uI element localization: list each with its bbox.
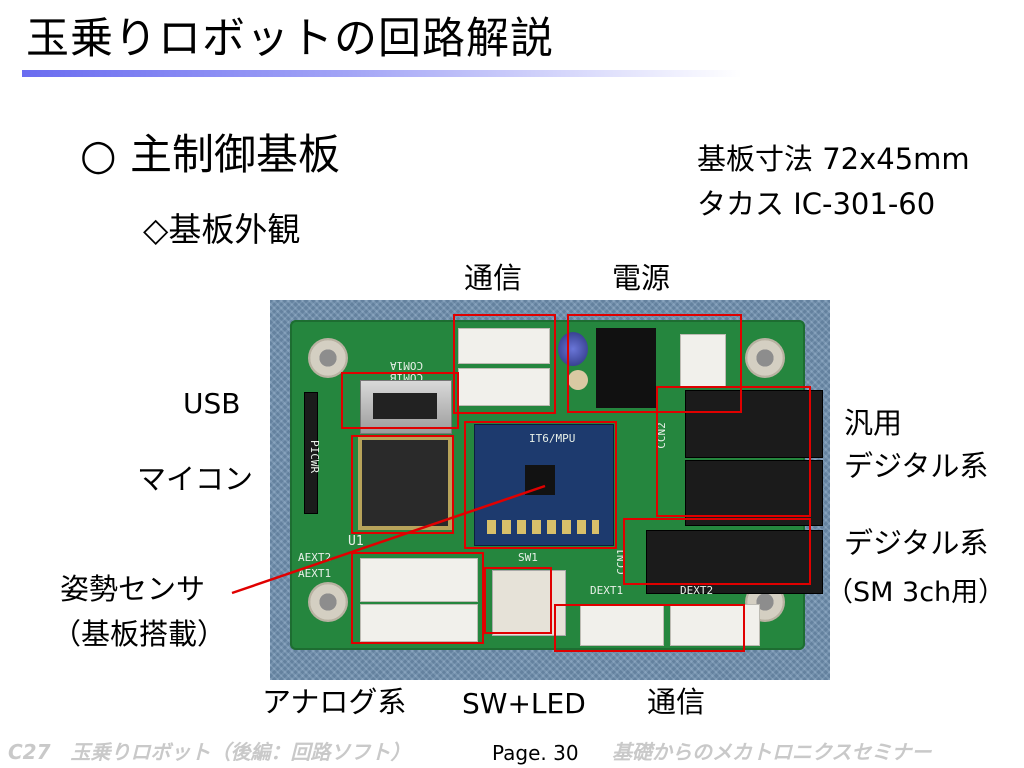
- mounting-hole: [308, 582, 348, 622]
- silk-dext1: DEXT1: [590, 584, 624, 597]
- pcb: PICWR COM1A COM1B U1 IT6/MPU CCN2: [290, 320, 823, 650]
- silk-imu: IT6/MPU: [529, 432, 576, 445]
- usb-connector: [360, 380, 452, 434]
- callout-box-power: [567, 314, 742, 413]
- mounting-hole: [745, 338, 785, 378]
- callout-box-sw: [484, 567, 552, 634]
- imu-module: IT6/MPU: [474, 424, 614, 546]
- silk-aext1: AEXT1: [298, 567, 332, 580]
- power-regulator: [596, 328, 656, 408]
- label-comm-top: 通信: [464, 261, 523, 295]
- capacitor: [558, 332, 588, 366]
- label-sw-led: SW+LED: [462, 687, 586, 720]
- section-heading: ○ 主制御基板: [80, 130, 340, 179]
- callout-box-mcu: [351, 435, 454, 534]
- callout-box-general-digital: [656, 386, 811, 517]
- silk-u1: U1: [348, 534, 364, 549]
- label-power: 電源: [612, 261, 671, 295]
- title-underline: [22, 70, 742, 77]
- section-subheading: ◇基板外観: [143, 210, 301, 249]
- comm-connector-dext2: [670, 604, 760, 646]
- footer-page-number: Page. 30: [492, 741, 579, 765]
- callout-box-digital: [623, 518, 811, 585]
- power-connector: [680, 334, 726, 388]
- footer-left: C27 玉乗りロボット（後編：回路ソフト）: [8, 740, 411, 764]
- general-digital-header-top: [685, 390, 823, 458]
- callout-box-sensor: [464, 421, 617, 549]
- callout-box-comm-bottom: [554, 604, 745, 652]
- silk-sw1: SW1: [518, 551, 538, 564]
- analog-connector-bottom: [360, 604, 478, 642]
- mcu-chip: [362, 440, 448, 526]
- silk-dext2: DEXT2: [680, 584, 714, 597]
- footer: C27 玉乗りロボット（後編：回路ソフト） Page. 30 基礎からのメカトロ…: [0, 738, 1024, 768]
- label-comm-bottom: 通信: [647, 685, 706, 719]
- footer-right: 基礎からのメカトロニクスセミナー: [612, 740, 932, 764]
- picwr-header: [304, 392, 318, 514]
- label-sensor-line2: （基板搭載）: [52, 617, 227, 651]
- silk-aext2: AEXT2: [298, 551, 332, 564]
- usb-port: [373, 393, 437, 419]
- label-general-line2: デジタル系: [844, 449, 989, 483]
- callout-box-usb: [341, 372, 459, 429]
- label-digital-sub: （SM 3ch用）: [826, 577, 1006, 608]
- label-analog: アナログ系: [262, 685, 407, 719]
- label-usb: USB: [183, 387, 241, 420]
- slide-title: 玉乗りロボットの回路解説: [26, 14, 554, 64]
- callout-box-comm-top: [453, 314, 556, 414]
- mounting-hole: [308, 338, 348, 378]
- label-sensor-line1: 姿勢センサ: [60, 572, 206, 606]
- board-size-text: 基板寸法 72x45mm: [697, 142, 970, 176]
- comm-connector-top: [458, 328, 550, 364]
- analog-connector-top: [360, 558, 478, 602]
- board-maker-text: タカス IC-301-60: [697, 187, 936, 221]
- callout-box-analog: [351, 552, 484, 644]
- label-mcu: マイコン: [137, 462, 254, 496]
- push-switch: [492, 570, 566, 636]
- label-general-line1: 汎用: [844, 406, 903, 440]
- capacitor-small: [568, 370, 588, 390]
- comm-connector-bottom: [458, 368, 550, 406]
- label-digital: デジタル系: [844, 526, 989, 560]
- imu-pins: [487, 520, 599, 534]
